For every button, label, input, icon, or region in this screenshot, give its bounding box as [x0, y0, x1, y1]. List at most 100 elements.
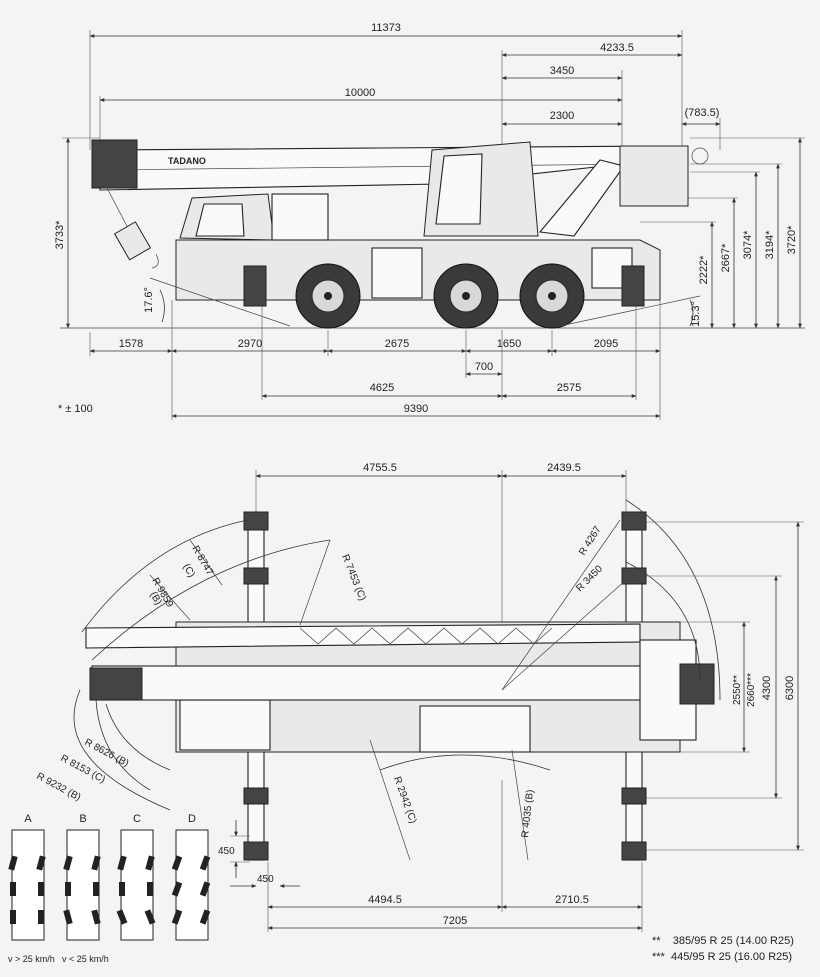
- pad-rear-bottom: [621, 841, 647, 861]
- steering-label-d: D: [188, 813, 196, 825]
- dim-height-total: 3733*: [54, 220, 66, 249]
- dim-rear-counterweight: (783.5): [685, 107, 720, 119]
- dim-axle-3-4: 1650: [497, 338, 521, 350]
- radius-low-b2: R 9232 (B): [35, 771, 83, 803]
- tire-note-1: ** 385/95 R 25 (14.00 R25): [652, 935, 794, 947]
- pad-dimensions: 450 450: [218, 820, 300, 888]
- steering-note-fast: v > 25 km/h: [8, 954, 55, 964]
- tire-note-2: *** 445/95 R 25 (16.00 R25): [652, 951, 792, 963]
- radius-mid-c: R 2942 (C): [391, 775, 418, 825]
- tire-notes: ** 385/95 R 25 (14.00 R25) *** 445/95 R …: [652, 935, 794, 963]
- pad-size-v: 450: [218, 846, 235, 857]
- steering-mode-a: [8, 829, 46, 941]
- counterweight: [619, 145, 689, 207]
- radius-front-c-tag: (C): [180, 562, 196, 580]
- dim-rear-to-slew-top: 4233.5: [600, 42, 634, 54]
- pad-size-h: 450: [257, 874, 274, 885]
- dim-front-wheelbase: 4625: [370, 382, 394, 394]
- dim-axle-1-2: 2970: [238, 338, 262, 350]
- pad-rear-top: [621, 511, 647, 531]
- radius-rear-1: R 4267: [577, 524, 604, 558]
- dim-axle-small-offset: 700: [475, 361, 493, 373]
- approach-angle: 17.6°: [143, 287, 155, 313]
- boom: [99, 145, 661, 191]
- pad-front-top-mid: [243, 567, 269, 585]
- winch-top: [679, 663, 715, 705]
- width-tires-a: 2550**: [732, 675, 743, 705]
- pad-front-top: [243, 511, 269, 531]
- radius-cab-c: R 7453 (C): [339, 553, 368, 602]
- hook-block: [113, 221, 152, 261]
- front-module: [271, 193, 329, 241]
- outrigger-rear-span: 2710.5: [555, 894, 589, 906]
- steering-mode-c: [116, 829, 156, 941]
- tadano-logo-text: TADANO: [168, 156, 206, 166]
- dim-boom-length: 10000: [345, 87, 376, 99]
- deck-box-top: [419, 705, 531, 753]
- dim-center-rear-outrigger: 2439.5: [547, 462, 581, 474]
- top-bottom-dimensions: 4494.5 2710.5 7205: [267, 780, 643, 932]
- steering-label-a: A: [24, 813, 32, 825]
- top-view: 4755.5 2439.5: [35, 462, 804, 932]
- boom-head: [91, 139, 138, 189]
- side-left-height: 3733*: [54, 137, 100, 329]
- lattice-pattern: [299, 627, 553, 645]
- top-view-dimensions: 4755.5 2439.5: [255, 462, 627, 690]
- dim-carrier-length: 9390: [404, 403, 428, 415]
- outrigger-mid: 4300: [761, 676, 773, 700]
- pad-rear-bottom-mid: [621, 787, 647, 805]
- steering-label-c: C: [133, 813, 141, 825]
- radius-mid-b: R 4035 (B): [520, 789, 536, 838]
- dim-overall-length: 11373: [371, 22, 401, 34]
- dim-rear-overhang: 2095: [594, 338, 618, 350]
- rear-outrigger-leg: [621, 265, 645, 307]
- side-view: 11373 4233.5 3450 10000 2300 (783.5) 373…: [54, 22, 805, 420]
- winch-drum: [691, 147, 709, 165]
- dim-front-outrigger-center: 4755.5: [363, 462, 397, 474]
- boom-head-top: [89, 667, 143, 701]
- outrigger-full: 6300: [784, 676, 796, 700]
- boom-top: [91, 665, 643, 701]
- radius-low-c: R 8153 (C): [59, 753, 107, 786]
- crane-cab-window: [435, 153, 483, 225]
- wheel-2: [433, 263, 499, 329]
- outrigger-front-span: 4494.5: [368, 894, 402, 906]
- hook-icon: [151, 253, 159, 269]
- steering-modes: A B C D: [8, 813, 211, 964]
- dim-axle-2-3: 2675: [385, 338, 409, 350]
- tolerance-note: * ± 100: [58, 403, 93, 415]
- side-top-dimensions: 11373 4233.5 3450 10000 2300 (783.5): [89, 22, 721, 150]
- dim-height-deck: 2667*: [720, 243, 732, 272]
- front-outrigger-leg: [243, 265, 267, 307]
- outrigger-total: 7205: [443, 915, 467, 927]
- side-bottom-dimensions: 1578 2970 2675 1650 2095 700 4625 2575 9…: [89, 300, 661, 420]
- pad-front-bottom: [243, 841, 269, 861]
- pad-rear-top-mid: [621, 567, 647, 585]
- steering-mode-b: [63, 829, 101, 941]
- angles: 17.6° 15.3°: [143, 277, 702, 327]
- chassis-box: [371, 247, 423, 299]
- steering-mode-d: [171, 829, 211, 941]
- steering-label-b: B: [79, 813, 86, 825]
- dim-height-carrier: 2222*: [698, 255, 710, 284]
- radius-low-b1: R 8626 (B): [83, 737, 131, 769]
- dim-height-cab-seat: 3074*: [742, 230, 754, 259]
- driver-cab-top: [179, 699, 271, 751]
- side-right-heights: 3720* 3194* 3074* 2667* 2222*: [640, 137, 805, 329]
- driver-cab-window: [195, 203, 245, 237]
- steering-note-slow: v < 25 km/h: [62, 954, 109, 964]
- dim-front-overhang: 1578: [119, 338, 143, 350]
- departure-angle: 15.3°: [690, 301, 702, 327]
- crane-top-body: [85, 621, 715, 753]
- top-width-dimensions: 2550** 2660*** 4300 6300: [646, 521, 804, 851]
- dim-rear-to-cab-center: 3450: [550, 65, 574, 77]
- pad-front-bottom-mid: [243, 787, 269, 805]
- dim-height-cab-top: 3194*: [764, 230, 776, 259]
- dim-rear-wheelbase: 2575: [557, 382, 581, 394]
- wheel-1: [295, 263, 361, 329]
- dim-slew-offset: 2300: [550, 110, 574, 122]
- dim-height-boom-top: 3720*: [786, 225, 798, 254]
- width-tires-b: 2660***: [746, 673, 757, 707]
